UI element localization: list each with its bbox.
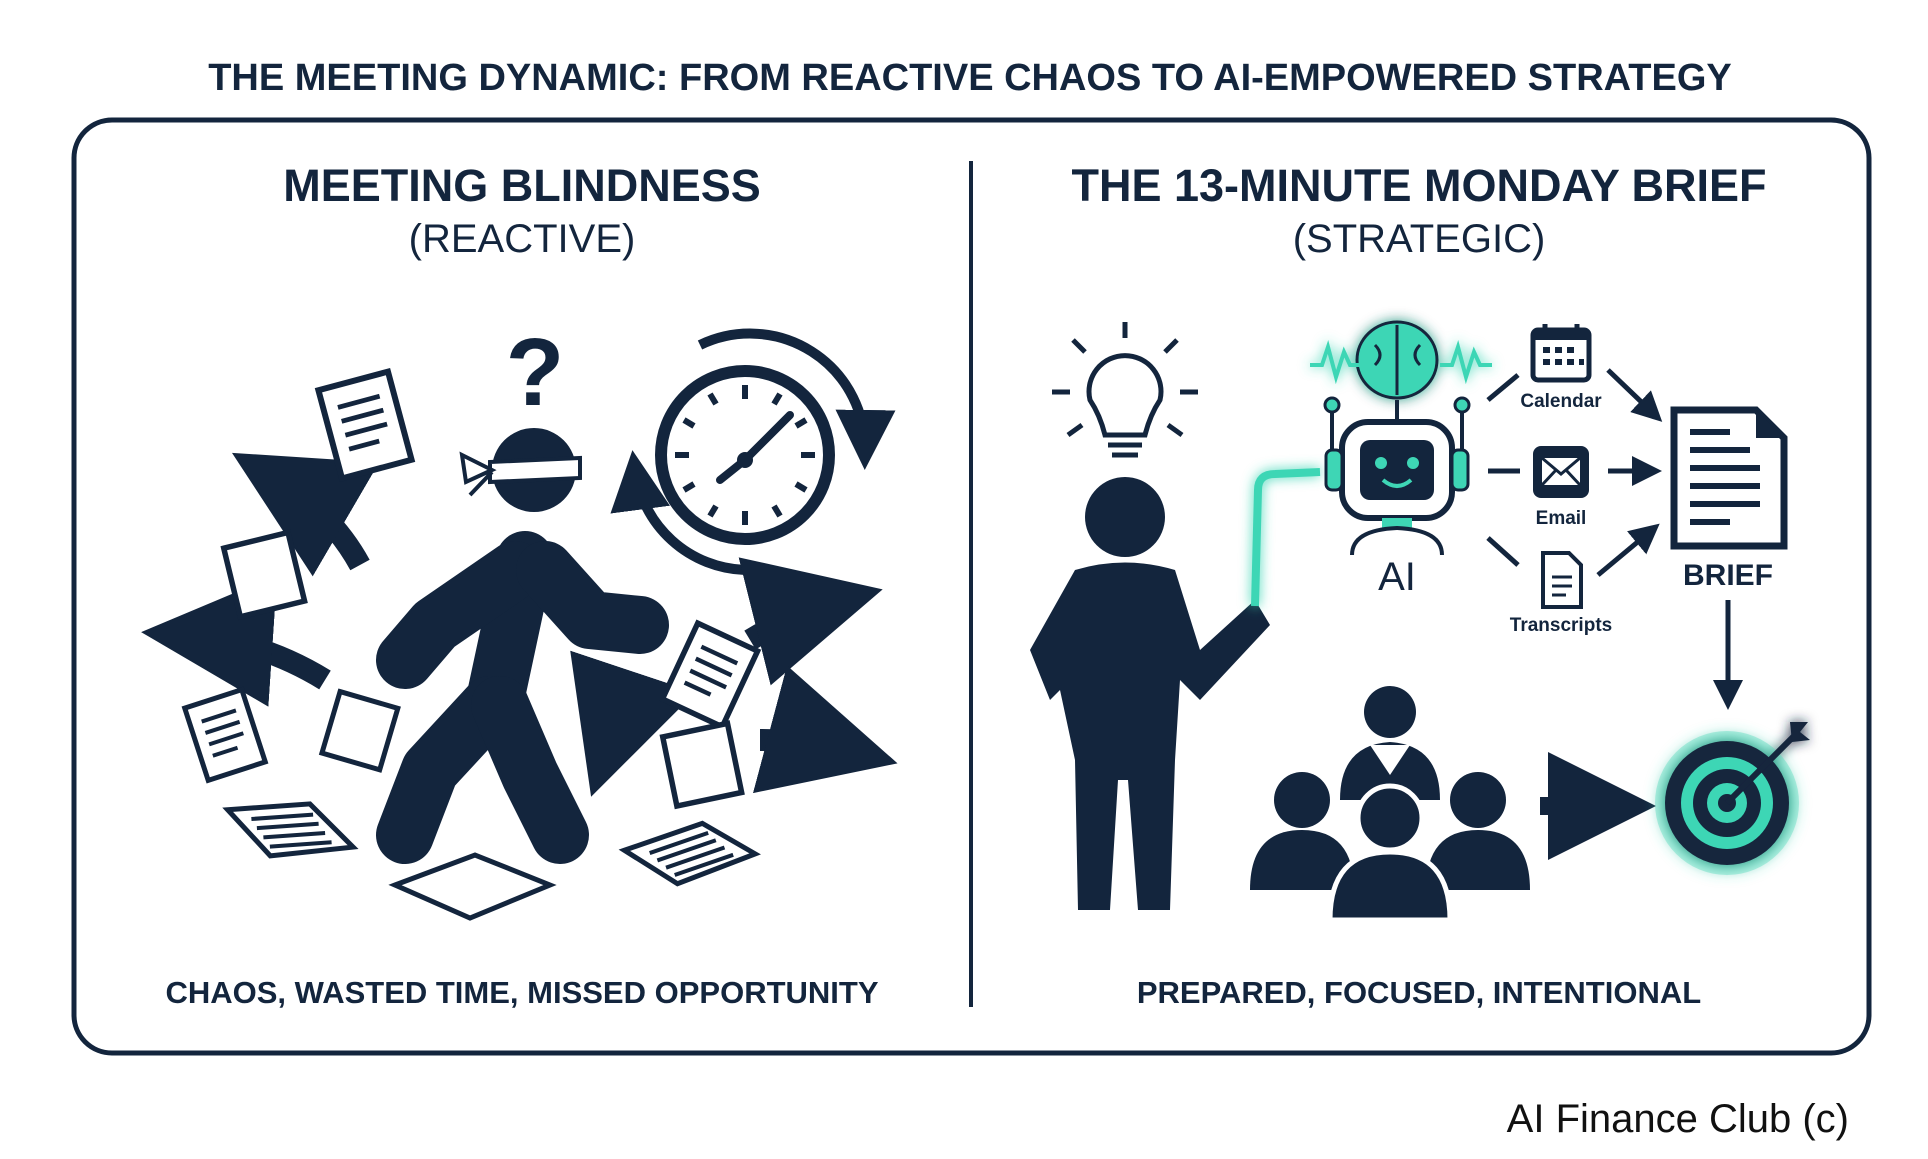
chaos-arrows-icon [141,452,898,797]
left-caption: CHAOS, WASTED TIME, MISSED OPPORTUNITY [165,975,878,1010]
transcript-icon [1541,551,1583,609]
flow-arrows [1486,368,1743,710]
right-heading: THE 13-MINUTE MONDAY BRIEF [1071,160,1766,211]
ai-label: AI [1378,555,1416,599]
main-title: THE MEETING DYNAMIC: FROM REACTIVE CHAOS… [208,57,1732,99]
lightbulb-icon [1052,322,1198,458]
source-label-email: Email [1536,508,1587,529]
strategy-illustration: AI Calendar Email Transcripts [1030,320,1810,923]
brain-icon [1310,320,1492,400]
right-subheading: (STRATEGIC) [1293,217,1546,261]
scattered-papers-icon [185,372,758,921]
teal-connector-line [1251,468,1321,607]
blindfolded-person-icon [376,428,669,864]
chaos-illustration: ? [141,319,898,921]
presenter-person-icon [1030,468,1321,910]
footer-credit: AI Finance Club (c) [1507,1097,1849,1141]
panel-frame [71,117,1872,1056]
left-subheading: (REACTIVE) [409,217,636,261]
robot-ai-icon: AI [1323,396,1471,599]
email-icon [1533,446,1589,498]
target-icon [1655,722,1810,875]
question-mark-icon: ? [506,319,565,426]
left-heading: MEETING BLINDNESS [283,160,761,211]
calendar-icon [1530,324,1592,383]
source-label-calendar: Calendar [1520,391,1602,412]
source-label-transcripts: Transcripts [1510,615,1612,636]
team-group-icon [1250,686,1530,923]
brief-label: BRIEF [1683,559,1773,592]
right-caption: PREPARED, FOCUSED, INTENTIONAL [1137,975,1701,1010]
clock-icon [610,328,896,575]
brief-document-icon [1670,406,1788,550]
